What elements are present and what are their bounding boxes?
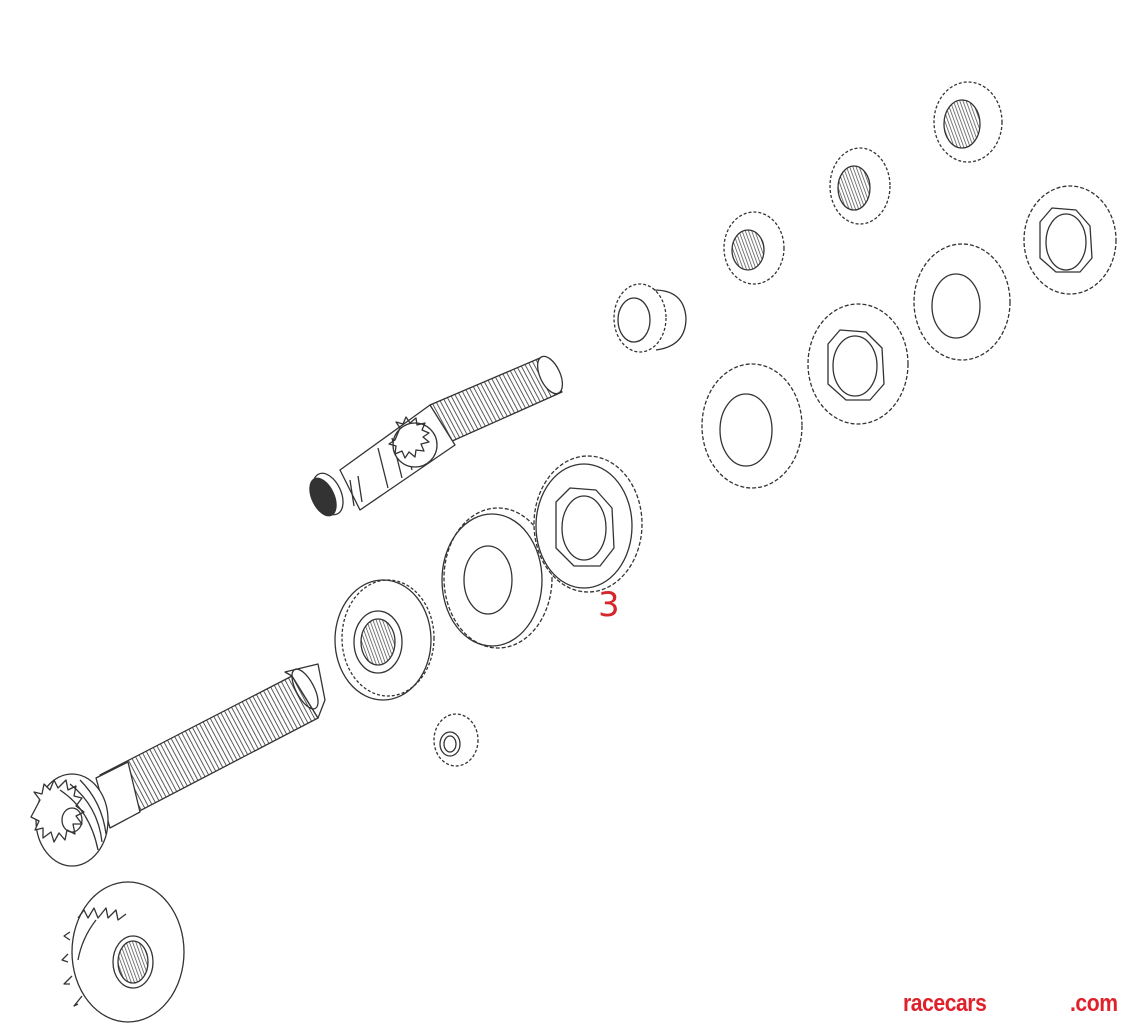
needle-gear-3 xyxy=(933,81,1003,163)
needle-gear-1 xyxy=(723,211,785,285)
gear-plain-1 xyxy=(441,507,553,649)
watermark-dotcom: .com xyxy=(1070,990,1118,1017)
bush-gear xyxy=(613,283,687,353)
crown-wheel xyxy=(61,881,185,1023)
gear-dog-4 xyxy=(1023,185,1117,295)
needle-gear-2 xyxy=(829,147,891,225)
pinion-shaft xyxy=(30,663,326,867)
gear-dog-2 xyxy=(807,303,909,425)
bevel-pinion-icon xyxy=(30,773,109,867)
watermark-racecars: racecars xyxy=(903,990,987,1017)
gear-plain-2 xyxy=(701,363,803,489)
gear-dog-3 xyxy=(533,455,643,593)
large-gear-splined xyxy=(334,579,435,701)
part-callout-label: 3 xyxy=(598,585,620,625)
small-idler-gear xyxy=(433,713,479,767)
gear-plain-3 xyxy=(913,243,1011,361)
input-shaft xyxy=(309,355,564,517)
